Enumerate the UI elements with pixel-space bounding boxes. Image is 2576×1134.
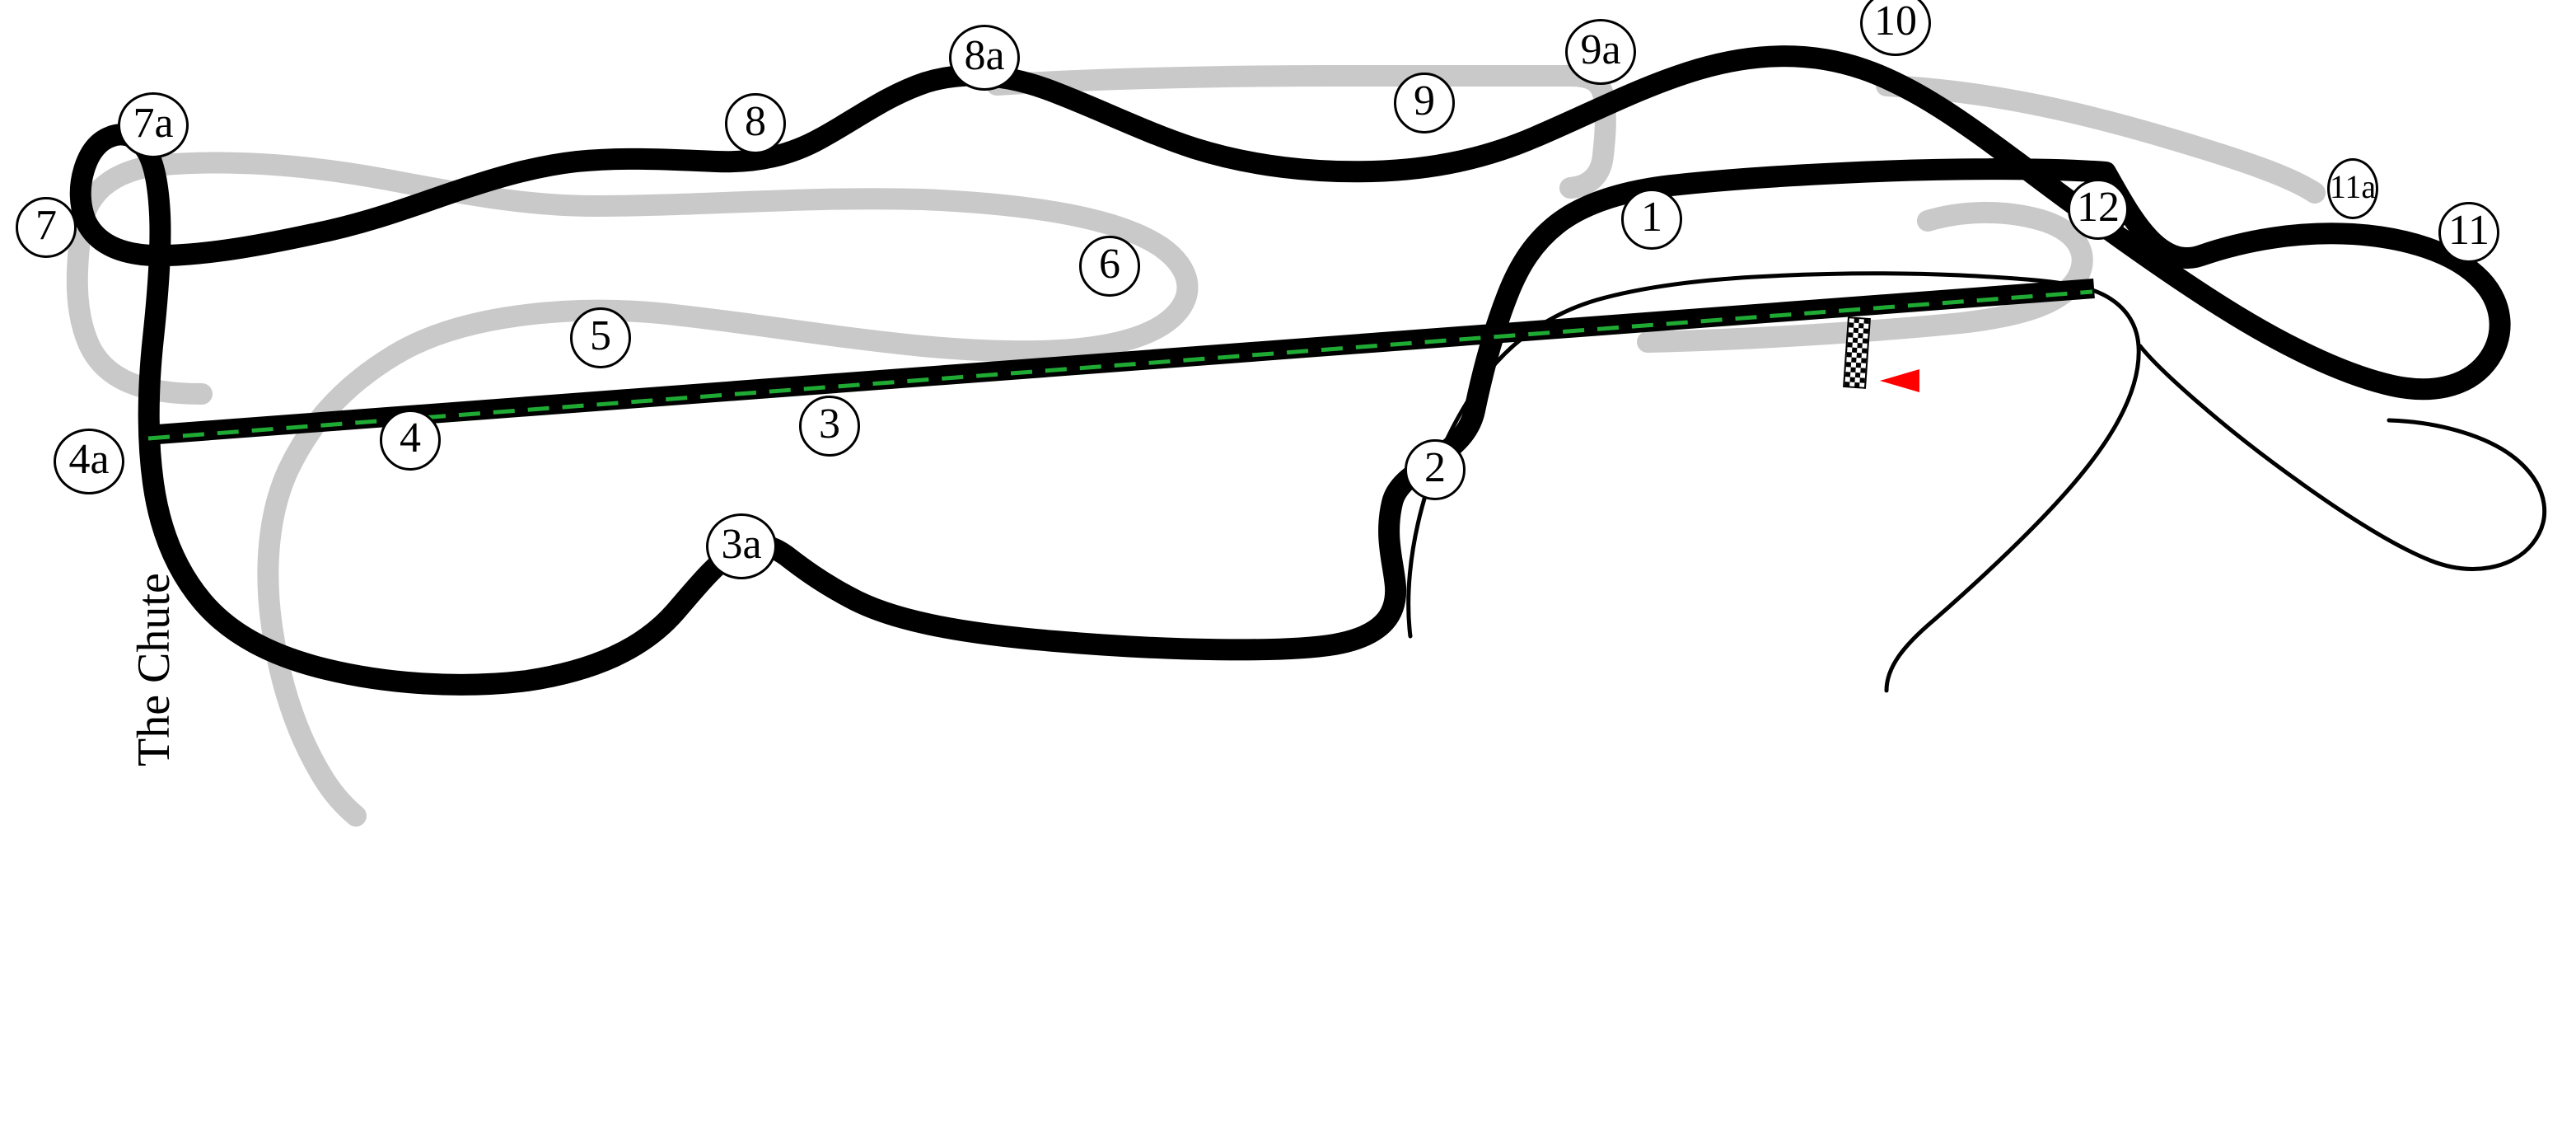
turn-marker-8[interactable]: 8 xyxy=(725,93,786,154)
turn-marker-4a[interactable]: 4a xyxy=(54,429,124,494)
turn-marker-8-label: 8 xyxy=(745,98,766,145)
turn-marker-1[interactable]: 1 xyxy=(1621,189,1682,250)
turn-marker-6-label: 6 xyxy=(1099,241,1120,288)
turn-marker-5[interactable]: 5 xyxy=(570,307,631,368)
turn-marker-11a[interactable]: 11a xyxy=(2327,158,2378,219)
turn-marker-7a-label: 7a xyxy=(133,100,174,147)
active-track-layer xyxy=(69,45,2511,696)
turn-marker-9-label: 9 xyxy=(1414,77,1435,124)
pit-lane-outer xyxy=(2138,344,2547,571)
access-road-group xyxy=(146,279,2095,445)
pit-lane xyxy=(1406,271,2141,693)
direction-of-travel-arrow xyxy=(1880,369,1919,392)
chute-label: The Chute xyxy=(129,573,180,766)
turn-marker-8a[interactable]: 8a xyxy=(949,25,1020,91)
disused-track-north-branch xyxy=(986,64,1616,199)
turn-marker-4a-label: 4a xyxy=(68,436,110,483)
turn-marker-2[interactable]: 2 xyxy=(1405,439,1466,500)
turn-marker-4-label: 4 xyxy=(400,415,421,462)
disused-track-east-branch xyxy=(1876,75,2326,204)
turn-marker-12-label: 12 xyxy=(2077,184,2120,231)
turn-marker-3[interactable]: 3 xyxy=(799,396,860,457)
turn-marker-2-label: 2 xyxy=(1424,444,1446,491)
turn-marker-3a[interactable]: 3a xyxy=(706,513,777,579)
turn-marker-9[interactable]: 9 xyxy=(1394,73,1455,134)
turn-marker-11-label: 11 xyxy=(2447,207,2490,254)
start-finish-checker-band xyxy=(1843,316,1871,389)
access-road xyxy=(146,279,2095,445)
turn-marker-11[interactable]: 11 xyxy=(2438,202,2499,263)
turn-marker-10-label: 10 xyxy=(1874,0,1917,45)
pit-lane-layer xyxy=(1406,271,2547,693)
turn-marker-12[interactable]: 12 xyxy=(2068,179,2129,240)
turn-marker-7-label: 7 xyxy=(35,202,57,249)
disused-track-west-leg xyxy=(66,237,213,405)
turn-marker-3a-label: 3a xyxy=(721,521,762,568)
turn-marker-9a[interactable]: 9a xyxy=(1565,19,1636,85)
turn-marker-11a-label: 11a xyxy=(2329,168,2377,205)
active-track-main-circuit xyxy=(69,45,2511,696)
turn-marker-3-label: 3 xyxy=(819,401,840,448)
access-road-centerline-dashed xyxy=(147,289,2093,441)
start-finish-line xyxy=(1843,316,1871,389)
turn-marker-1-label: 1 xyxy=(1641,194,1662,241)
turn-marker-6[interactable]: 6 xyxy=(1079,236,1140,297)
turn-marker-10[interactable]: 10 xyxy=(1860,0,1931,56)
turn-marker-8a-label: 8a xyxy=(964,32,1005,79)
turn-marker-4[interactable]: 4 xyxy=(380,410,441,471)
turn-marker-5-label: 5 xyxy=(590,312,611,359)
direction-arrow-triangle xyxy=(1880,369,1919,392)
turn-marker-7[interactable]: 7 xyxy=(16,197,77,258)
disused-track-infield-loop xyxy=(68,152,1199,827)
turn-marker-9a-label: 9a xyxy=(1580,26,1621,73)
turn-marker-7a[interactable]: 7a xyxy=(118,92,189,158)
